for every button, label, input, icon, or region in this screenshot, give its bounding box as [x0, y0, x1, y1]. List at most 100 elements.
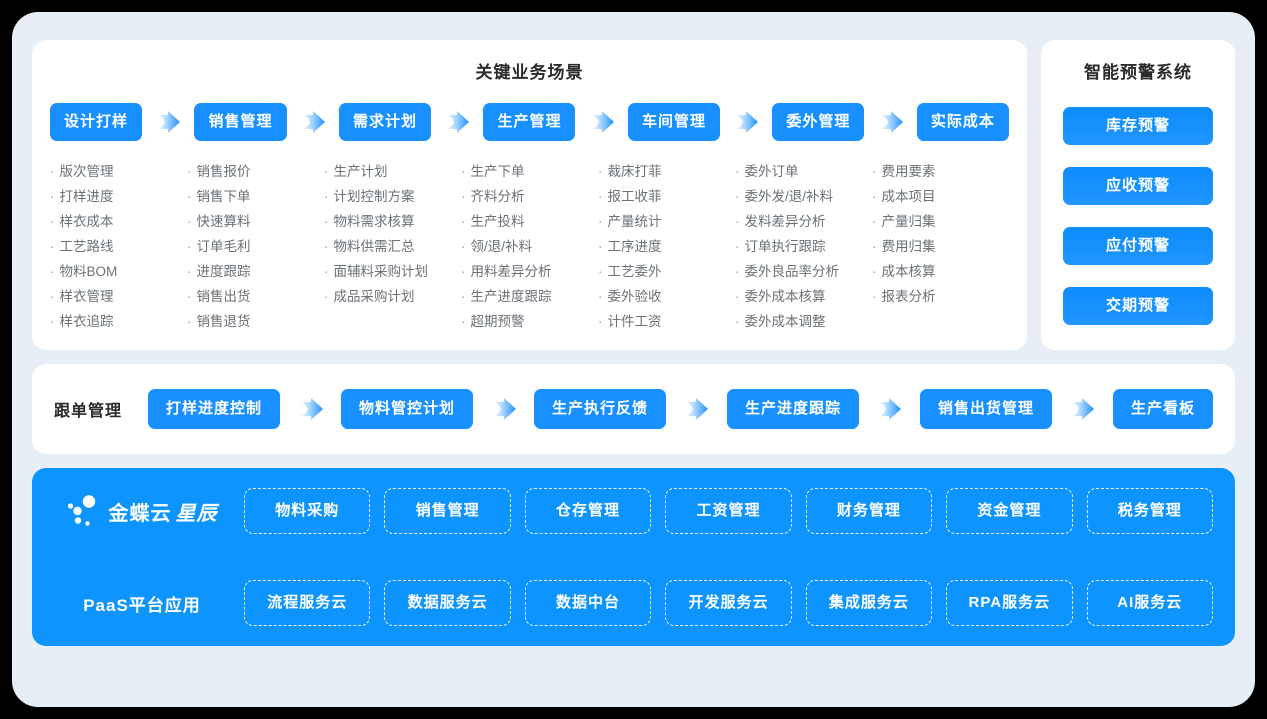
feature-item[interactable]: 产量归集: [872, 209, 1009, 234]
platform-app-chip-5[interactable]: 资金管理: [946, 488, 1073, 534]
tracking-step-3[interactable]: 生产进度跟踪: [726, 389, 859, 429]
platform-app-chip-3[interactable]: 工资管理: [665, 488, 792, 534]
scenario-feature-column: 生产下单齐料分析生产投料领/退/补料用料差异分析生产进度跟踪超期预警: [461, 159, 598, 334]
platform-panel: 金蝶云星辰 物料采购销售管理仓存管理工资管理财务管理资金管理税务管理 PaaS平…: [32, 468, 1235, 646]
feature-item[interactable]: 生产下单: [461, 159, 598, 184]
platform-service-chip-4[interactable]: 集成服务云: [805, 580, 933, 626]
feature-item[interactable]: 物料供需汇总: [324, 234, 461, 259]
feature-item[interactable]: 发料差异分析: [735, 209, 872, 234]
feature-item[interactable]: 工艺委外: [598, 259, 735, 284]
feature-item[interactable]: 进度跟踪: [187, 259, 324, 284]
scenario-pill-2[interactable]: 需求计划: [338, 103, 431, 141]
scenario-pill-4[interactable]: 车间管理: [627, 103, 720, 141]
feature-item[interactable]: 成本项目: [872, 184, 1009, 209]
feature-item[interactable]: 超期预警: [461, 309, 598, 334]
feature-item[interactable]: 面辅料采购计划: [324, 259, 461, 284]
feature-item[interactable]: 成品采购计划: [324, 284, 461, 309]
order-tracking-label: 跟单管理: [54, 403, 123, 420]
arrow-right-icon: [298, 398, 323, 420]
platform-service-chip-2[interactable]: 数据中台: [524, 580, 652, 626]
feature-item[interactable]: 物料需求核算: [324, 209, 461, 234]
scenario-pill-6[interactable]: 实际成本: [916, 103, 1009, 141]
feature-item[interactable]: 生产进度跟踪: [461, 284, 598, 309]
platform-service-chip-5[interactable]: RPA服务云: [946, 580, 1073, 626]
scenario-feature-column: 委外订单委外发/退/补料发料差异分析订单执行跟踪委外良品率分析委外成本核算委外成…: [735, 159, 872, 334]
feature-item[interactable]: 工艺路线: [50, 234, 187, 259]
platform-service-chip-3[interactable]: 开发服务云: [665, 580, 792, 626]
feature-item[interactable]: 销售退货: [187, 309, 324, 334]
feature-item[interactable]: 委外订单: [735, 159, 872, 184]
scenario-feature-column: 裁床打菲报工收菲产量统计工序进度工艺委外委外验收计件工资: [598, 159, 735, 334]
scenario-pill-5[interactable]: 委外管理: [772, 103, 865, 141]
arrow-right-icon: [491, 398, 516, 420]
alert-button-1[interactable]: 应收预警: [1063, 167, 1213, 205]
feature-item[interactable]: 样衣追踪: [50, 309, 187, 334]
alert-button-list: 库存预警应收预警应付预警交期预警: [1063, 107, 1213, 325]
feature-item[interactable]: 报表分析: [872, 284, 1009, 309]
feature-item[interactable]: 委外成本调整: [735, 309, 872, 334]
feature-item[interactable]: 打样进度: [50, 184, 187, 209]
scenario-pill-1[interactable]: 销售管理: [194, 103, 287, 141]
feature-item[interactable]: 领/退/补料: [461, 234, 598, 259]
feature-item[interactable]: 生产投料: [461, 209, 598, 234]
feature-item[interactable]: 样衣成本: [50, 209, 187, 234]
feature-item[interactable]: 生产计划: [324, 159, 461, 184]
feature-item[interactable]: 销售下单: [187, 184, 324, 209]
scenario-pill-3[interactable]: 生产管理: [483, 103, 576, 141]
feature-item[interactable]: 版次管理: [50, 159, 187, 184]
arrow-right-icon: [878, 111, 903, 133]
feature-item[interactable]: 成本核算: [872, 259, 1009, 284]
feature-item[interactable]: 快速算料: [187, 209, 324, 234]
platform-app-chip-1[interactable]: 销售管理: [384, 488, 511, 534]
alert-button-0[interactable]: 库存预警: [1063, 107, 1213, 145]
feature-item[interactable]: 委外良品率分析: [735, 259, 872, 284]
platform-app-chip-0[interactable]: 物料采购: [244, 488, 371, 534]
platform-service-chip-0[interactable]: 流程服务云: [244, 580, 371, 626]
feature-item[interactable]: 计划控制方案: [324, 184, 461, 209]
feature-item[interactable]: 委外成本核算: [735, 284, 872, 309]
tracking-step-2[interactable]: 生产执行反馈: [533, 389, 666, 429]
brand-name: 金蝶云星辰: [109, 497, 218, 526]
platform-app-chip-6[interactable]: 税务管理: [1086, 488, 1213, 534]
feature-item[interactable]: 报工收菲: [598, 184, 735, 209]
alert-button-2[interactable]: 应付预警: [1063, 227, 1213, 265]
key-scenarios-title: 关键业务场景: [475, 63, 584, 82]
platform-app-chip-4[interactable]: 财务管理: [805, 488, 933, 534]
scenario-pill-0[interactable]: 设计打样: [50, 103, 143, 141]
feature-item[interactable]: 委外发/退/补料: [735, 184, 872, 209]
tracking-step-4[interactable]: 销售出货管理: [919, 389, 1052, 429]
platform-apps-row: 金蝶云星辰 物料采购销售管理仓存管理工资管理财务管理资金管理税务管理: [54, 488, 1213, 534]
feature-item[interactable]: 销售出货: [187, 284, 324, 309]
feature-item[interactable]: 工序进度: [598, 234, 735, 259]
alert-button-3[interactable]: 交期预警: [1063, 287, 1213, 325]
alert-system-title: 智能预警系统: [1084, 63, 1192, 82]
top-section: 关键业务场景 设计打样 销售管理 需求计划 生产管理 车间管理 委外管理 实际成本 版次管理…: [32, 40, 1235, 350]
tracking-step-5[interactable]: 生产看板: [1112, 389, 1213, 429]
feature-item[interactable]: 销售报价: [187, 159, 324, 184]
feature-item[interactable]: 产量统计: [598, 209, 735, 234]
feature-item[interactable]: 裁床打菲: [598, 159, 735, 184]
platform-app-chips: 物料采购销售管理仓存管理工资管理财务管理资金管理税务管理: [244, 488, 1213, 534]
scenario-feature-column: 费用要素成本项目产量归集费用归集成本核算报表分析: [872, 159, 1009, 334]
platform-service-chip-6[interactable]: AI服务云: [1086, 580, 1213, 626]
feature-item[interactable]: 用料差异分析: [461, 259, 598, 284]
platform-service-chips: 流程服务云数据服务云数据中台开发服务云集成服务云 RPA服务云 AI服务云: [244, 580, 1213, 626]
paas-label: PaaS平台应用: [83, 595, 201, 615]
arrow-right-icon: [684, 398, 709, 420]
scenario-feature-columns: 版次管理打样进度样衣成本工艺路线物料BOM样衣管理样衣追踪 销售报价销售下单快速算…: [46, 159, 1013, 334]
platform-app-chip-2[interactable]: 仓存管理: [524, 488, 652, 534]
feature-item[interactable]: 齐料分析: [461, 184, 598, 209]
feature-item[interactable]: 委外验收: [598, 284, 735, 309]
feature-item[interactable]: 订单毛利: [187, 234, 324, 259]
arrow-right-icon: [734, 111, 759, 133]
tracking-step-0[interactable]: 打样进度控制: [148, 389, 281, 429]
feature-item[interactable]: 样衣管理: [50, 284, 187, 309]
feature-item[interactable]: 计件工资: [598, 309, 735, 334]
feature-item[interactable]: 费用要素: [872, 159, 1009, 184]
feature-item[interactable]: 订单执行跟踪: [735, 234, 872, 259]
tracking-step-1[interactable]: 物料管控计划: [341, 389, 474, 429]
platform-service-chip-1[interactable]: 数据服务云: [384, 580, 511, 626]
feature-item[interactable]: 费用归集: [872, 234, 1009, 259]
feature-item[interactable]: 物料BOM: [50, 259, 187, 284]
